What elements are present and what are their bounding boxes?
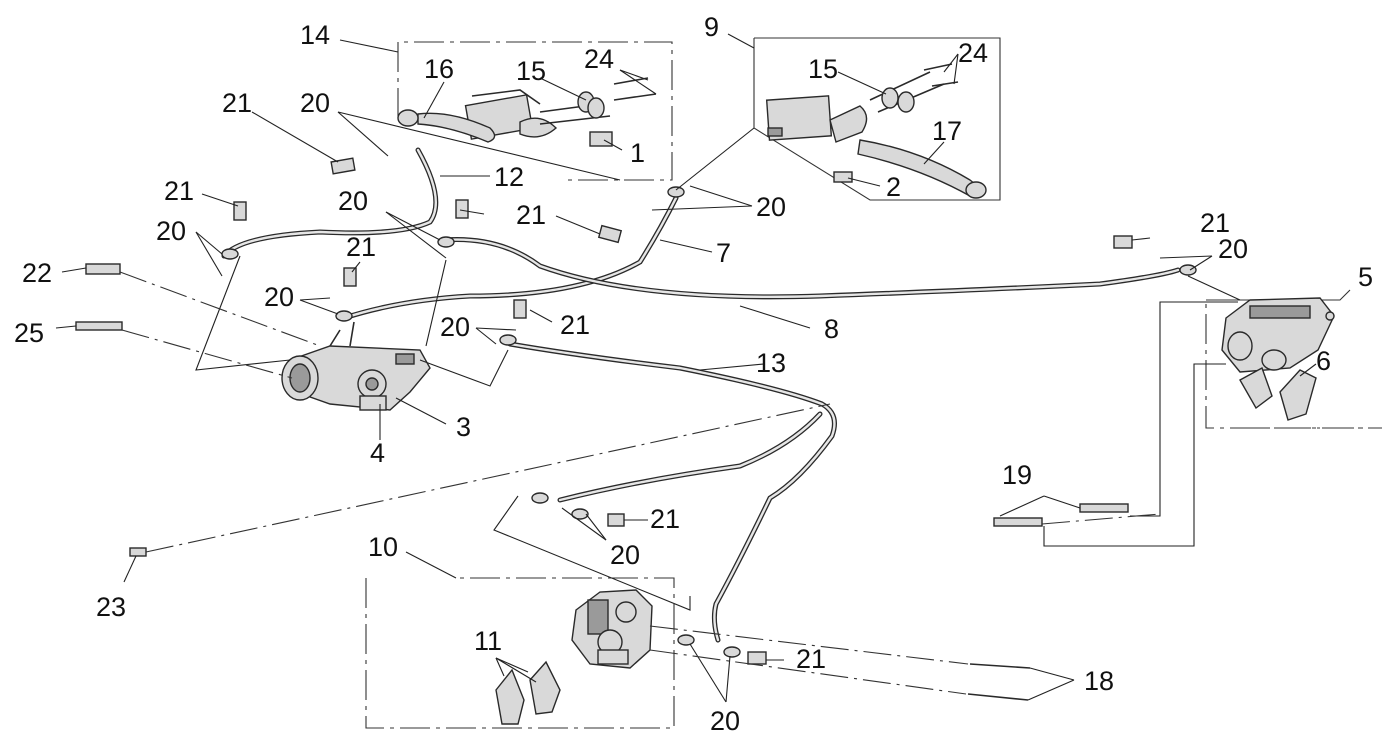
callout-1: 1 — [630, 138, 645, 168]
callout-20: 20 — [710, 706, 740, 736]
callout-8: 8 — [824, 314, 839, 344]
callout-20: 20 — [1218, 234, 1248, 264]
master-cylinder-right — [765, 63, 987, 199]
callout-20: 20 — [440, 312, 470, 342]
assembly-box-9 — [727, 33, 1001, 201]
callout-20: 20 — [300, 88, 330, 118]
callout-23: 23 — [96, 592, 126, 622]
callout-14: 14 — [300, 20, 330, 50]
callout-5: 5 — [1358, 262, 1373, 292]
callout-24: 24 — [958, 38, 988, 68]
callout-17: 17 — [932, 116, 962, 146]
callout-15: 15 — [516, 56, 546, 86]
callout-21: 21 — [164, 176, 194, 206]
assembly-box-14 — [339, 39, 673, 181]
callout-21: 21 — [560, 310, 590, 340]
callout-20: 20 — [156, 216, 186, 246]
assembly-box-10 — [365, 551, 675, 729]
callout-4: 4 — [370, 438, 385, 468]
callout-21: 21 — [346, 232, 376, 262]
callout-20: 20 — [610, 540, 640, 570]
callout-10: 10 — [368, 532, 398, 562]
callout-12: 12 — [494, 162, 524, 192]
brake-hoses — [221, 147, 1181, 643]
callout-9: 9 — [704, 12, 719, 42]
callout-21: 21 — [516, 200, 546, 230]
callout-7: 7 — [716, 238, 731, 268]
callout-25: 25 — [14, 318, 44, 348]
callout-labels: 14 16 15 24 1 21 20 12 9 15 24 17 2 21 2… — [14, 12, 1373, 736]
callout-24: 24 — [584, 44, 614, 74]
callout-20: 20 — [264, 282, 294, 312]
leader-lines — [55, 53, 1317, 703]
rear-caliper — [1221, 297, 1335, 421]
callout-16: 16 — [424, 54, 454, 84]
callout-11: 11 — [474, 626, 502, 656]
center-lines — [119, 271, 1382, 695]
callout-20: 20 — [338, 186, 368, 216]
callout-6: 6 — [1316, 346, 1331, 376]
front-caliper — [495, 589, 653, 725]
callout-3: 3 — [456, 412, 471, 442]
callout-21: 21 — [222, 88, 252, 118]
callout-13: 13 — [756, 348, 786, 378]
callout-20: 20 — [756, 192, 786, 222]
callout-21: 21 — [650, 504, 680, 534]
master-cylinder-left — [397, 77, 657, 147]
callout-21: 21 — [796, 644, 826, 674]
banjo-bolts-and-washers — [75, 157, 1197, 701]
callout-2: 2 — [886, 172, 901, 202]
abs-modulator — [281, 321, 431, 411]
callout-19: 19 — [1002, 460, 1032, 490]
callout-15: 15 — [808, 54, 838, 84]
callout-21: 21 — [1200, 208, 1230, 238]
callout-18: 18 — [1084, 666, 1114, 696]
callout-22: 22 — [22, 258, 52, 288]
